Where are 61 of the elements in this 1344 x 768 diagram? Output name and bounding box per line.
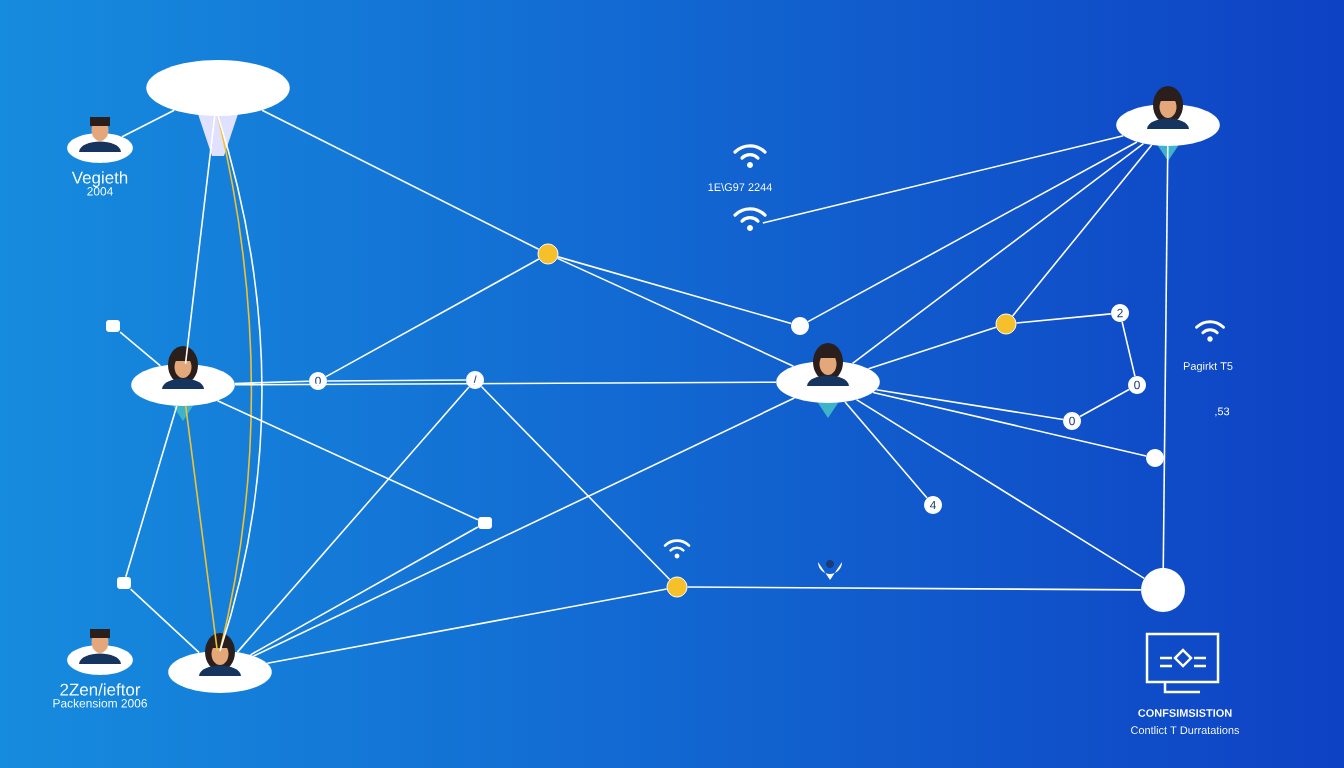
connector-line: [234, 380, 310, 385]
person-node: [776, 343, 880, 418]
node-label: 1E\G97 2244: [708, 183, 772, 192]
node-label: ,53: [1215, 407, 1230, 417]
hub-ellipse: [146, 60, 290, 156]
connector-line: [119, 331, 162, 367]
connector-line: [851, 142, 1145, 365]
connector-line: [325, 258, 540, 378]
person-node: 2Zen/ieftor Packensiom 2006: [53, 629, 147, 708]
connector-line: [1162, 145, 1169, 569]
connector-line: [762, 135, 1125, 224]
connector-line: [1079, 388, 1130, 418]
small-box: [478, 517, 492, 529]
junction-dot: [1141, 568, 1185, 612]
connector-line: [266, 588, 668, 664]
junction-dot: [791, 317, 809, 335]
connector-line: [1015, 313, 1112, 324]
connector-line: [480, 385, 671, 581]
person-node: Vegieth 2004: [67, 117, 133, 196]
connector-line: [129, 588, 200, 654]
connector-line: [807, 141, 1138, 323]
heading: CONFSIMSISTION: [1138, 709, 1232, 717]
connector-line: [217, 115, 253, 652]
person-node: [131, 346, 235, 421]
connector-line: [855, 398, 1146, 580]
connector-line: [184, 115, 216, 365]
connector-line: [125, 405, 178, 578]
hub-dot: [666, 576, 688, 598]
connector-line: [217, 115, 263, 652]
connector-line: [249, 526, 479, 656]
connector-line: [556, 257, 795, 367]
person-node: [1116, 86, 1220, 161]
wifi-node: [733, 207, 767, 231]
connector-line: [872, 391, 1147, 457]
connector-line: [261, 109, 540, 251]
connector-line: [236, 386, 470, 653]
connector-line: [844, 401, 928, 499]
caption: Contlict T Durratations: [1131, 726, 1240, 735]
node-label: Pagirkt T5: [1183, 361, 1233, 373]
hub-dot: [537, 243, 559, 265]
junction-dot: [1146, 449, 1164, 467]
node-label: Vegieth: [71, 171, 128, 187]
connector-line: [557, 256, 792, 325]
connector-line: [875, 388, 1064, 421]
connector-line: [326, 379, 467, 382]
connector-line: [184, 405, 219, 652]
hub-dot: [995, 313, 1017, 335]
small-box: [106, 320, 120, 332]
connector-line: [1121, 321, 1136, 377]
connector-line: [216, 400, 479, 521]
connector-line: [234, 381, 777, 386]
connector-line: [1011, 144, 1153, 317]
node-label: Packensiom 2006: [53, 698, 147, 708]
node-label: 2004: [87, 187, 113, 196]
connector-line: [252, 397, 796, 657]
connector-line: [686, 586, 1142, 591]
connector-line: [867, 326, 997, 370]
small-box: [117, 577, 131, 589]
node-label: 2Zen/ieftor: [60, 683, 141, 696]
person-node: [168, 633, 272, 693]
connector-line: [121, 109, 175, 138]
